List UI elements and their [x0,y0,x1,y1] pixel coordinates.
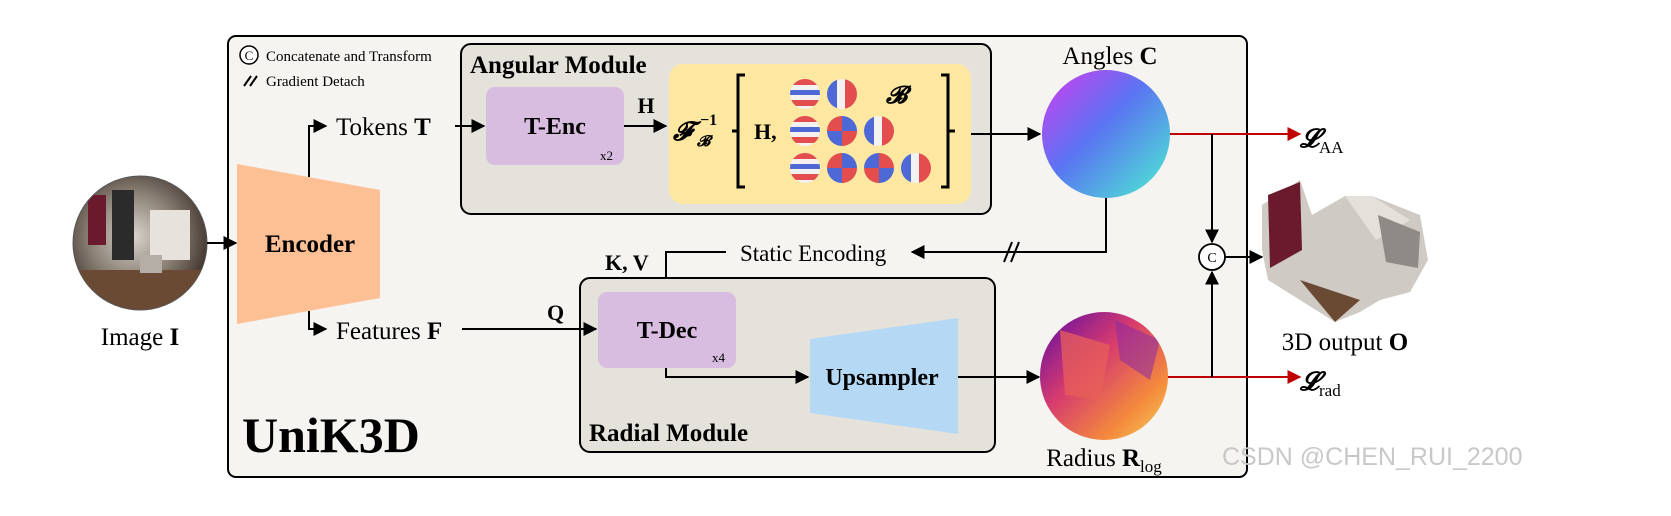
sh-basis-sphere [827,153,857,183]
upsampler-label: Upsampler [825,365,939,391]
radius-label: Radius Rlog [1046,445,1162,476]
detach-legend-text: Gradient Detach [266,74,365,90]
input-image [72,175,208,311]
concat-legend-icon [239,45,259,65]
sh-basis-sphere [790,153,820,183]
upsampler-block [810,318,958,434]
loss-aa-sub: AA [1319,138,1344,157]
sh-basis-sphere [864,153,894,183]
encoder-label: Encoder [265,231,355,258]
static-encoding-label: Static Encoding [740,241,887,266]
loss-rad-sub: rad [1319,381,1341,400]
features-label: Features F [336,318,442,345]
tokens-label: Tokens T [336,114,431,141]
sh-basis-sphere [901,153,931,183]
angles-label: Angles C [1062,43,1157,70]
angles-sphere [1042,70,1170,198]
kv-label: K, V [605,250,649,275]
right-brace [941,73,955,189]
sh-basis-sphere [827,116,857,146]
arrow-angles-static [910,198,1107,259]
concat-node-label: C [1207,251,1216,266]
gradient-detach-icon [243,75,258,87]
concat-legend-text: Concatenate and Transform [266,49,432,65]
tenc-block [486,87,624,165]
arrow-encoder-tokens [308,119,328,177]
3d-output-render [1262,180,1428,322]
tdec-repeat: x4 [712,350,726,365]
sh-basis-sphere [864,116,894,146]
watermark: CSDN @CHEN_RUI_2200 [1222,443,1522,471]
arrow-tdec-upsampler [665,368,810,384]
legend: C Concatenate and Transform Gradient Det… [239,45,432,90]
model-title: UniK3D [242,407,420,463]
sh-h-label: H, [754,119,777,144]
left-brace [732,73,745,189]
tdec-block [598,292,736,368]
concat-legend-symbol: C [245,48,254,63]
encoder-block [237,164,380,324]
inverse-transform-sub: 𝓑 [696,134,714,150]
radius-sphere [1040,312,1168,440]
h-label: H [637,93,654,118]
sh-panel [669,64,971,204]
output-label: 3D output O [1282,329,1408,356]
sh-basis-sphere [827,79,857,109]
gradient-detach-marker [1003,241,1020,263]
angular-module-title: Angular Module [470,52,647,79]
inverse-transform-sup: −1 [700,112,717,129]
tenc-repeat: x2 [600,148,613,163]
tenc-label: T-Enc [524,114,586,140]
arrow-encoder-features [308,311,328,336]
radial-module-title: Radial Module [589,420,748,447]
sh-basis-sphere [790,116,820,146]
tdec-label: T-Dec [637,318,698,344]
image-label: Image I [101,324,179,351]
q-label: Q [547,300,564,325]
sh-basis-sphere [790,79,820,109]
